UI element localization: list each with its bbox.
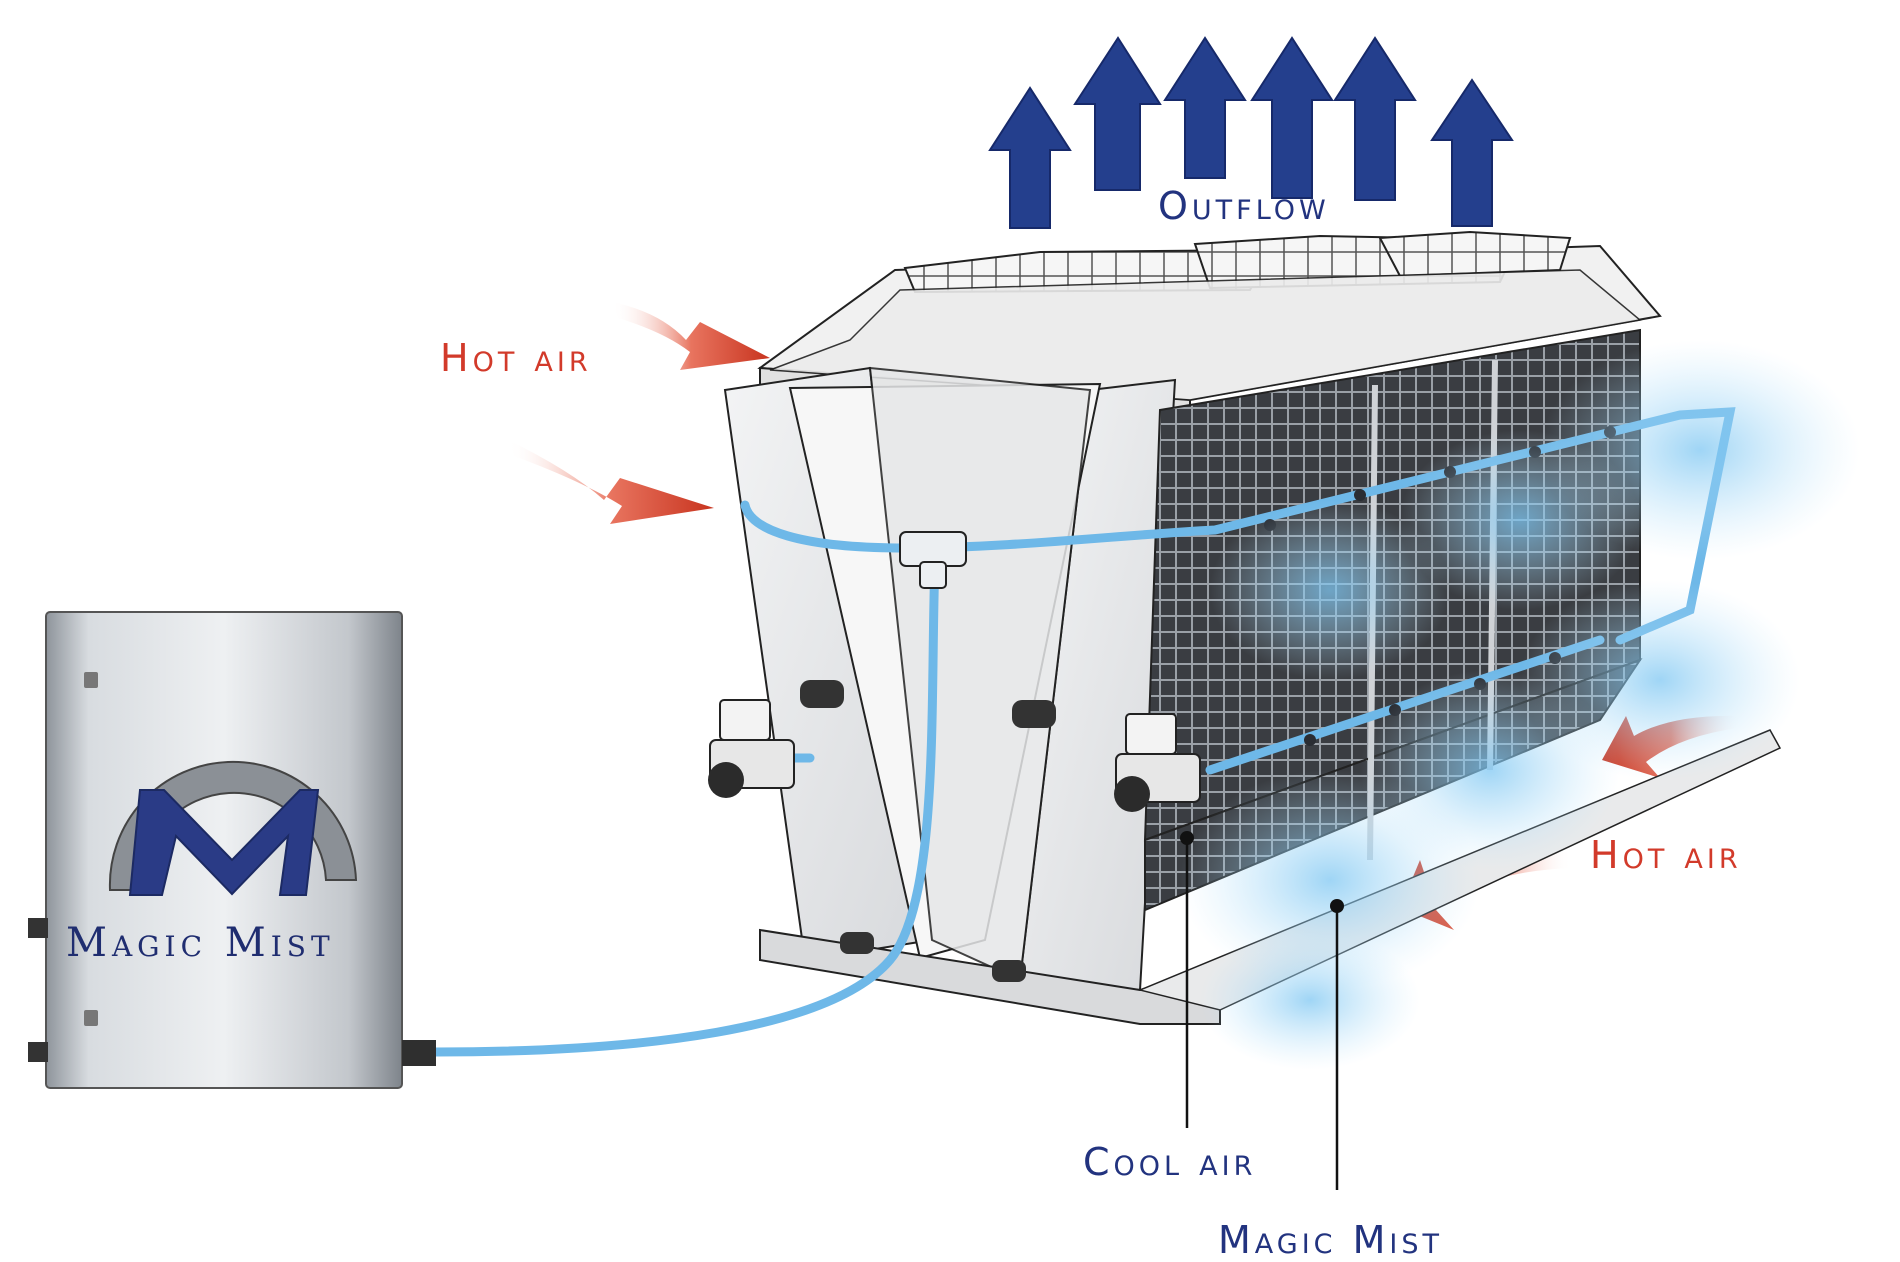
magic-mist-control-unit xyxy=(28,611,436,1089)
pipe-stub xyxy=(1012,700,1056,728)
up-arrow-icon xyxy=(1073,36,1162,191)
up-arrow-icon xyxy=(1163,36,1247,179)
hot-air-label-right: Hot air xyxy=(1590,833,1742,877)
magic-mist-label: Magic Mist xyxy=(1218,1218,1443,1262)
hot-air-label-left: Hot air xyxy=(440,336,592,380)
curved-arrow-icon xyxy=(612,302,770,370)
up-arrow-icon xyxy=(1250,36,1334,199)
outflow-label: Outflow xyxy=(1158,184,1330,228)
solenoid-valve-icon xyxy=(708,699,795,798)
fan-grille xyxy=(1378,230,1572,278)
mist-nozzle-icon xyxy=(1354,489,1366,501)
screw-icon xyxy=(84,1010,98,1026)
supply-hose xyxy=(431,555,940,1057)
up-arrow-icon xyxy=(988,86,1072,229)
outflow-arrows xyxy=(988,36,1514,229)
tee-fitting xyxy=(899,531,967,589)
brand-name: Magic Mist xyxy=(66,920,335,966)
solenoid-valve-icon xyxy=(1114,713,1201,812)
curved-arrow-icon xyxy=(508,440,714,524)
curved-arrow-icon xyxy=(1400,851,1572,930)
inlet-port xyxy=(28,1042,48,1062)
up-arrow-icon xyxy=(1430,78,1514,227)
callout-lines xyxy=(1185,838,1339,1190)
hot-air-arrows-left xyxy=(508,302,770,524)
outlet-port xyxy=(402,1040,436,1066)
cool-air-label: Cool air xyxy=(1083,1140,1257,1184)
pipe-stub xyxy=(992,960,1026,982)
mist-nozzle-icon xyxy=(1304,734,1316,746)
logo-letter xyxy=(128,789,320,896)
pipe-stub xyxy=(840,932,874,954)
up-arrow-icon xyxy=(1333,36,1417,201)
screw-icon xyxy=(84,672,98,688)
pipe-stub xyxy=(800,680,844,708)
mist-clouds xyxy=(1180,340,1860,1070)
inlet-port xyxy=(28,918,48,938)
